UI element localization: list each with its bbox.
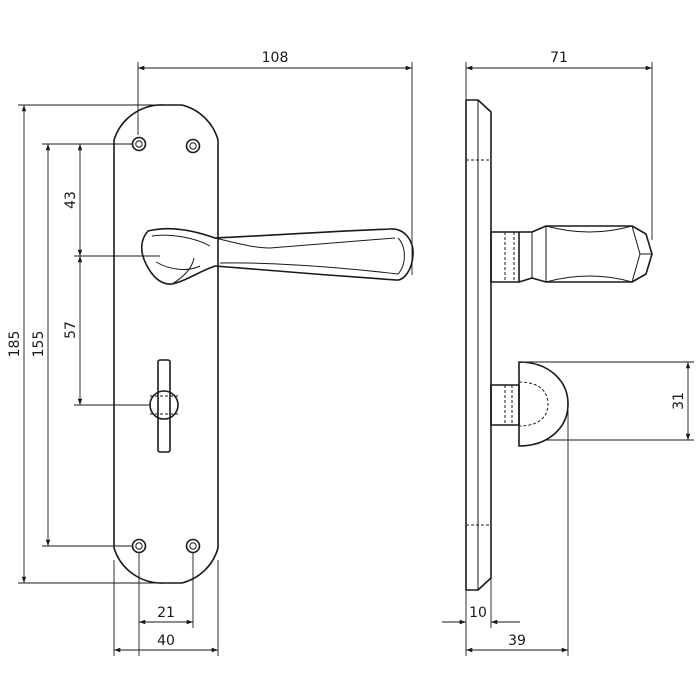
- lever-handle: [140, 227, 414, 285]
- dim-label-turn-projection: 39: [508, 633, 526, 649]
- dim-label-side-depth: 71: [550, 50, 568, 66]
- dim-label-plate-face-width: 40: [157, 633, 175, 649]
- screw-hole-top-right: [185, 138, 201, 154]
- side-view: [465, 99, 653, 591]
- thumb-turn: [149, 359, 179, 453]
- dim-label-screw-spacing: 155: [31, 331, 47, 358]
- dim-label-overall-height: 185: [7, 331, 23, 358]
- lever-profile: [490, 225, 653, 283]
- front-view: [113, 104, 414, 584]
- dim-label-handle-to-top-screw: 43: [63, 191, 79, 209]
- screw-hole-top-left: [131, 136, 147, 152]
- dim-label-turn-knob-depth: 31: [671, 392, 687, 410]
- screw-hole-bottom-left: [131, 538, 147, 554]
- back-plate-outline: [113, 104, 219, 584]
- dim-label-plate-width: 108: [262, 50, 289, 66]
- dimension-lines: [18, 62, 694, 656]
- screw-hole-bottom-right: [185, 538, 201, 554]
- dim-label-handle-to-turn: 57: [63, 321, 79, 339]
- dim-label-screw-offset: 21: [157, 605, 175, 621]
- dim-label-plate-thickness: 10: [469, 605, 487, 621]
- thumb-turn-profile: [490, 361, 569, 447]
